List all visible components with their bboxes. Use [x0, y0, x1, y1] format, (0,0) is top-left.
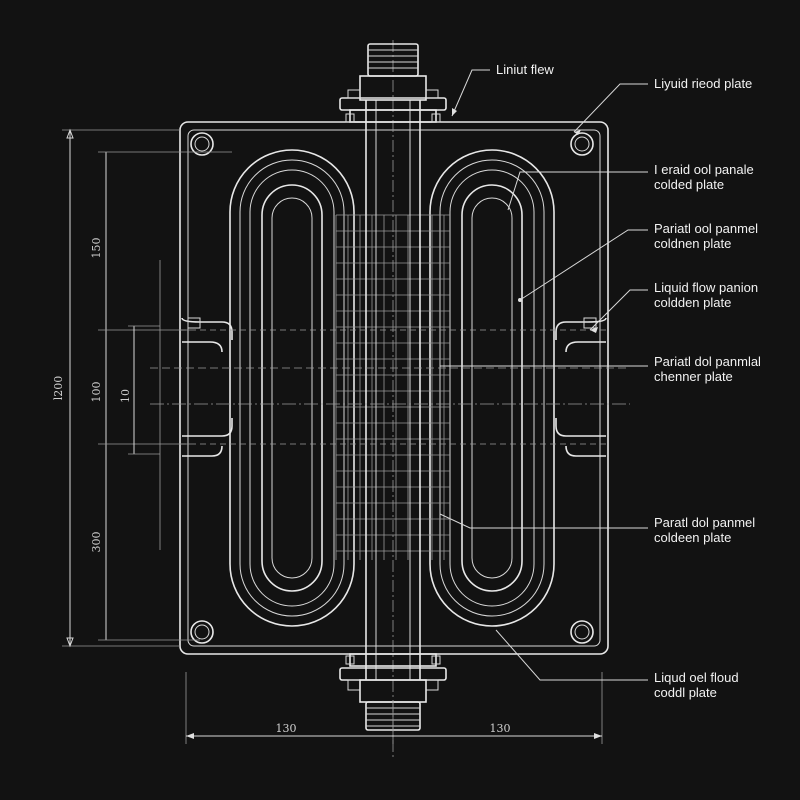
center-lines: [150, 329, 630, 445]
dim-upper: 150: [90, 238, 103, 259]
callout-c8-line1: Liqud oel floud: [654, 670, 739, 685]
left-channel: [229, 149, 355, 627]
callout-panel-2: Pariatl ool panmel coldnen plate: [654, 221, 758, 251]
dim-lower: 300: [90, 532, 103, 553]
callout-flow-panel: Liquid flow panion coldden plate: [654, 280, 758, 310]
mounting-holes: [190, 132, 594, 644]
top-fitting: [339, 43, 447, 123]
callout-c1-line1: Liniut flew: [496, 62, 554, 77]
callout-c7-line2: coldeen plate: [654, 530, 731, 545]
dim-overall-height: l200: [52, 376, 65, 401]
callout-c2-line1: Liyuid rieod plate: [654, 76, 752, 91]
callout-c4-line1: Pariatl ool panmel: [654, 221, 758, 236]
dim-bottom-right: 130: [490, 722, 511, 735]
dim-middle-inner: 10: [119, 389, 132, 403]
callout-liquid-flow: Liniut flew: [496, 62, 554, 77]
center-pipe: [365, 40, 421, 760]
dim-middle: 100: [90, 382, 103, 403]
leader-lines: [439, 69, 648, 681]
callout-liquid-plate: Liyuid rieod plate: [654, 76, 752, 91]
callout-panel-4: Paratl dol panmel coldeen plate: [654, 515, 755, 545]
callout-c3-line2: colded plate: [654, 177, 724, 192]
bottom-dimensions: [185, 672, 603, 744]
dim-bottom-left: 130: [276, 722, 297, 735]
right-channel: [429, 149, 555, 627]
callout-c7-line1: Paratl dol panmel: [654, 515, 755, 530]
callout-panel-1: I eraid ool panale colded plate: [654, 162, 754, 192]
callout-liquid-cold-plate: Liqud oel floud coddl plate: [654, 670, 739, 700]
callout-c3-line1: I eraid ool panale: [654, 162, 754, 177]
callout-panel-3: Pariatl dol panmlal chenner plate: [654, 354, 761, 384]
callout-c5-line1: Liquid flow panion: [654, 280, 758, 295]
callout-c5-line2: coldden plate: [654, 295, 731, 310]
callout-c8-line2: coddl plate: [654, 685, 717, 700]
callout-c6-line1: Pariatl dol panmlal: [654, 354, 761, 369]
callout-c4-line2: coldnen plate: [654, 236, 731, 251]
callout-c6-line2: chenner plate: [654, 369, 733, 384]
side-lugs: [181, 317, 607, 457]
left-dimensions: [62, 128, 232, 648]
